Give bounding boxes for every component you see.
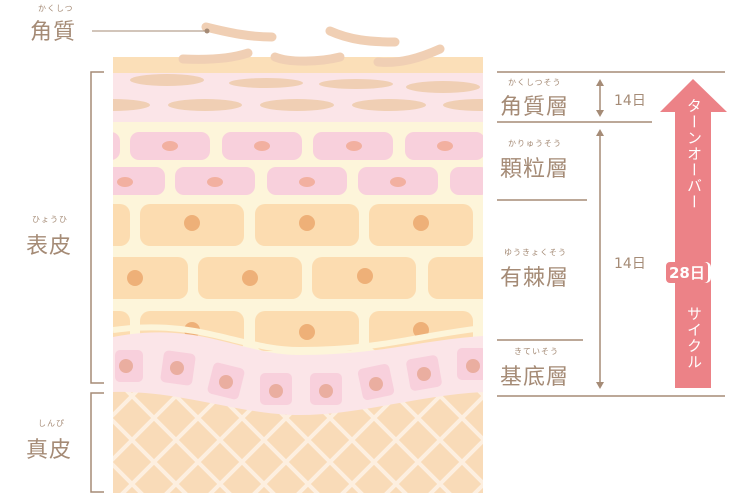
corneum-cells — [113, 74, 483, 111]
layer-label-granular: 顆粒層 — [500, 157, 570, 182]
epidermis-bracket — [90, 71, 104, 384]
dermis-bracket — [90, 392, 104, 493]
arrow-down-icon — [596, 382, 604, 389]
corneum-furigana: かくしつ — [38, 4, 74, 13]
layer-label-corneum: 角質層 — [500, 95, 570, 120]
upper-duration: 14日 — [614, 93, 646, 109]
turnover-arrow — [660, 79, 727, 388]
layer-label-spinous: 有棘層 — [500, 266, 570, 291]
arrow-down-icon — [596, 110, 604, 117]
layer-furigana: かくしつそう — [508, 78, 562, 87]
flaking-corneum — [178, 22, 445, 67]
arrow-up-icon — [596, 79, 604, 86]
corneum-label: 角質 — [30, 20, 77, 45]
turnover-suffix: サイクル — [685, 306, 703, 370]
cycle-days: 28日 — [666, 262, 708, 283]
layer-label-basal: 基底層 — [500, 365, 570, 390]
cycle-days-badge: 28日 — [663, 262, 711, 283]
dermis-label: 真皮 — [26, 438, 73, 463]
turnover-title: ターンオーバー — [685, 98, 703, 210]
dermis-furigana: しんぴ — [38, 419, 65, 428]
epidermis-furigana: ひょうひ — [32, 215, 68, 224]
epidermis-label: 表皮 — [26, 234, 73, 259]
lower-duration: 14日 — [614, 256, 646, 272]
layer-furigana: かりゅうそう — [508, 139, 562, 148]
arrow-up-icon — [596, 129, 604, 136]
layer-furigana: きていそう — [514, 347, 559, 356]
layer-furigana: ゆうきょくそう — [504, 248, 567, 257]
